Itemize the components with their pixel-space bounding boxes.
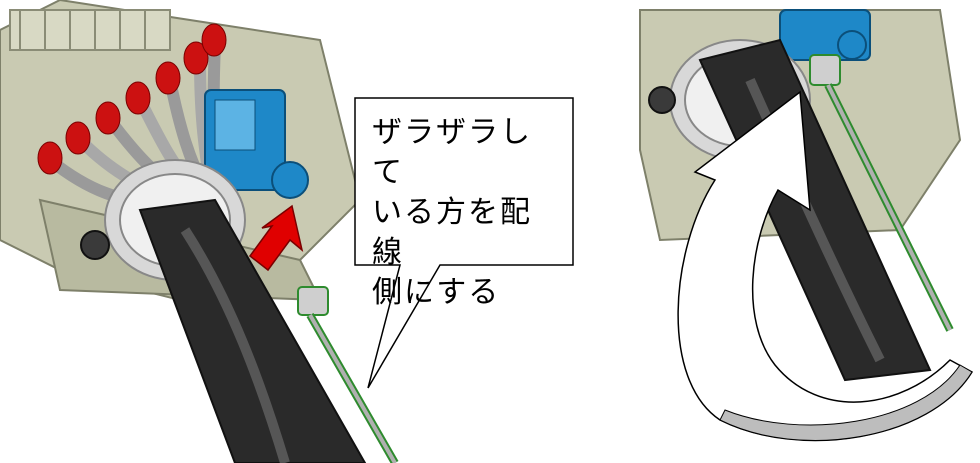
arrow-up-right-icon: [248, 204, 304, 272]
callout-bubble: [354, 97, 574, 389]
cable-highlight: [180, 227, 290, 463]
curved-arrow-shadow: [719, 364, 973, 441]
left-illustration: ザラザラして いる方を配線 側にする: [0, 0, 574, 463]
cable-tie: [297, 286, 399, 463]
right-scene: [639, 9, 974, 442]
black-cable: [138, 198, 367, 463]
blue-connector-right: [779, 9, 871, 61]
mounting-knob-right: [648, 86, 676, 114]
left-scene: [0, 0, 574, 463]
cable-highlight-right: [745, 77, 885, 363]
right-illustration: [600, 0, 980, 463]
mounting-knob: [80, 230, 110, 260]
cable-tie-right: [809, 54, 954, 332]
blue-connector: [204, 89, 309, 199]
callout-text: ザラザラして いる方を配線 側にする: [372, 115, 532, 310]
wire-caps: [37, 23, 227, 175]
panel-ribs: [9, 9, 171, 51]
